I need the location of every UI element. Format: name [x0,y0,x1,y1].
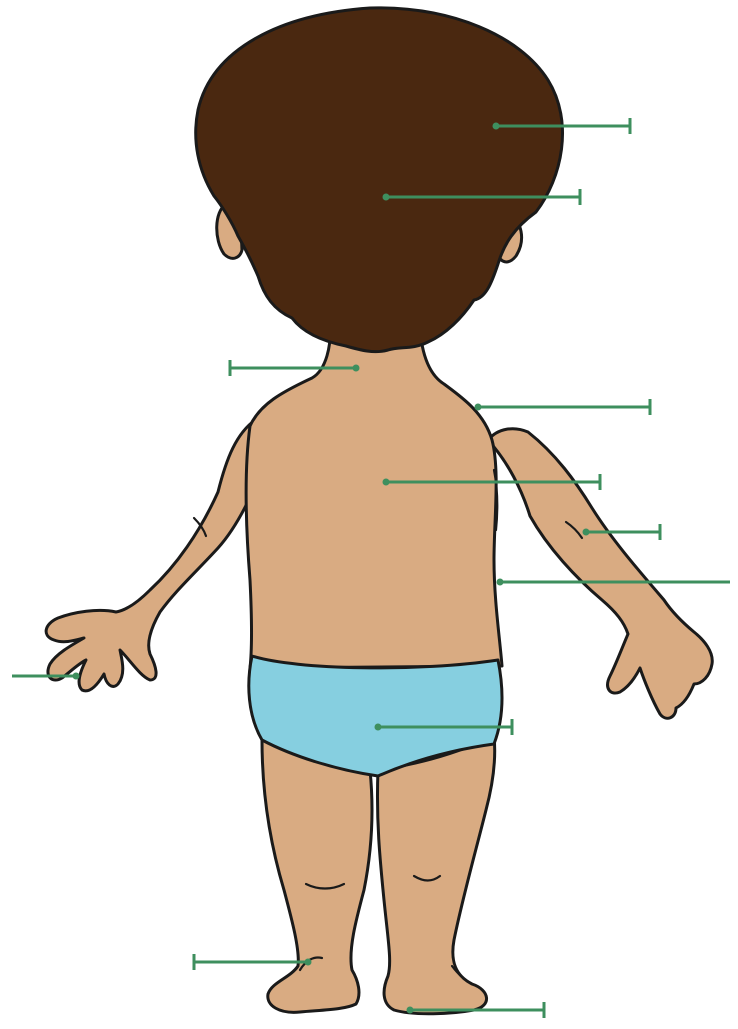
pointer-shoulder [475,399,651,415]
hair [196,8,563,352]
torso [246,320,502,668]
child-figure-back-view [46,8,712,1014]
left-arm [46,418,262,691]
right-leg [377,736,494,1014]
left-leg [262,740,372,1012]
right-arm [488,429,712,719]
pointer-ankle [194,954,312,970]
